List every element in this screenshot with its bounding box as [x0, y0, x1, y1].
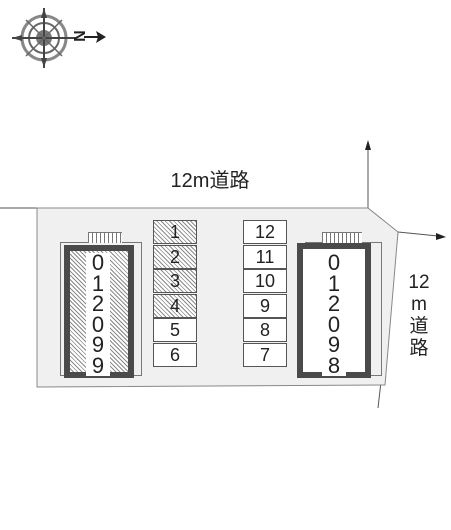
parking-stall: 11 [243, 244, 287, 269]
road-label-right-char: m [411, 294, 427, 315]
road-label-right-char: 12 [408, 272, 430, 293]
code-digit: 0 [327, 250, 341, 275]
left-building-stairs [88, 232, 122, 243]
parking-stall: 5 [153, 318, 197, 342]
code-digit: 0 [327, 311, 341, 337]
parking-stall: 6 [153, 342, 197, 367]
parking-stall: 12 [243, 220, 287, 244]
right-building-code: 0 1 2 0 9 8 [322, 250, 346, 378]
code-digit: 1 [91, 270, 105, 296]
code-digit: 0 [91, 250, 105, 275]
code-digit: 1 [327, 270, 341, 296]
parking-stall: 10 [243, 269, 287, 293]
parking-stall: 7 [243, 342, 287, 367]
road-label-right-char: 道 [409, 316, 429, 337]
parking-stall: 8 [243, 318, 287, 342]
road-label-top: 12m道路 [170, 170, 250, 192]
north-arrow-icon [84, 31, 106, 43]
parking-stall: 1 [153, 220, 197, 244]
road-label-right: 12 m 道 路 [404, 272, 434, 360]
parking-stall: 2 [153, 244, 197, 269]
code-digit: 2 [327, 291, 341, 316]
parking-stall: 4 [153, 293, 197, 318]
compass-rose-icon [12, 8, 76, 68]
road-label-right-char: 路 [409, 338, 429, 359]
code-digit: 9 [327, 332, 341, 357]
code-digit: 0 [91, 311, 105, 337]
left-building-code: 0 1 2 0 9 9 [86, 250, 110, 378]
parking-stall: 3 [153, 269, 197, 293]
code-digit: 9 [91, 332, 105, 357]
code-digit: 8 [327, 352, 341, 378]
right-building-stairs [322, 232, 362, 243]
parking-stall: 9 [243, 293, 287, 318]
code-digit: 9 [91, 352, 105, 378]
code-digit: 2 [91, 291, 105, 316]
